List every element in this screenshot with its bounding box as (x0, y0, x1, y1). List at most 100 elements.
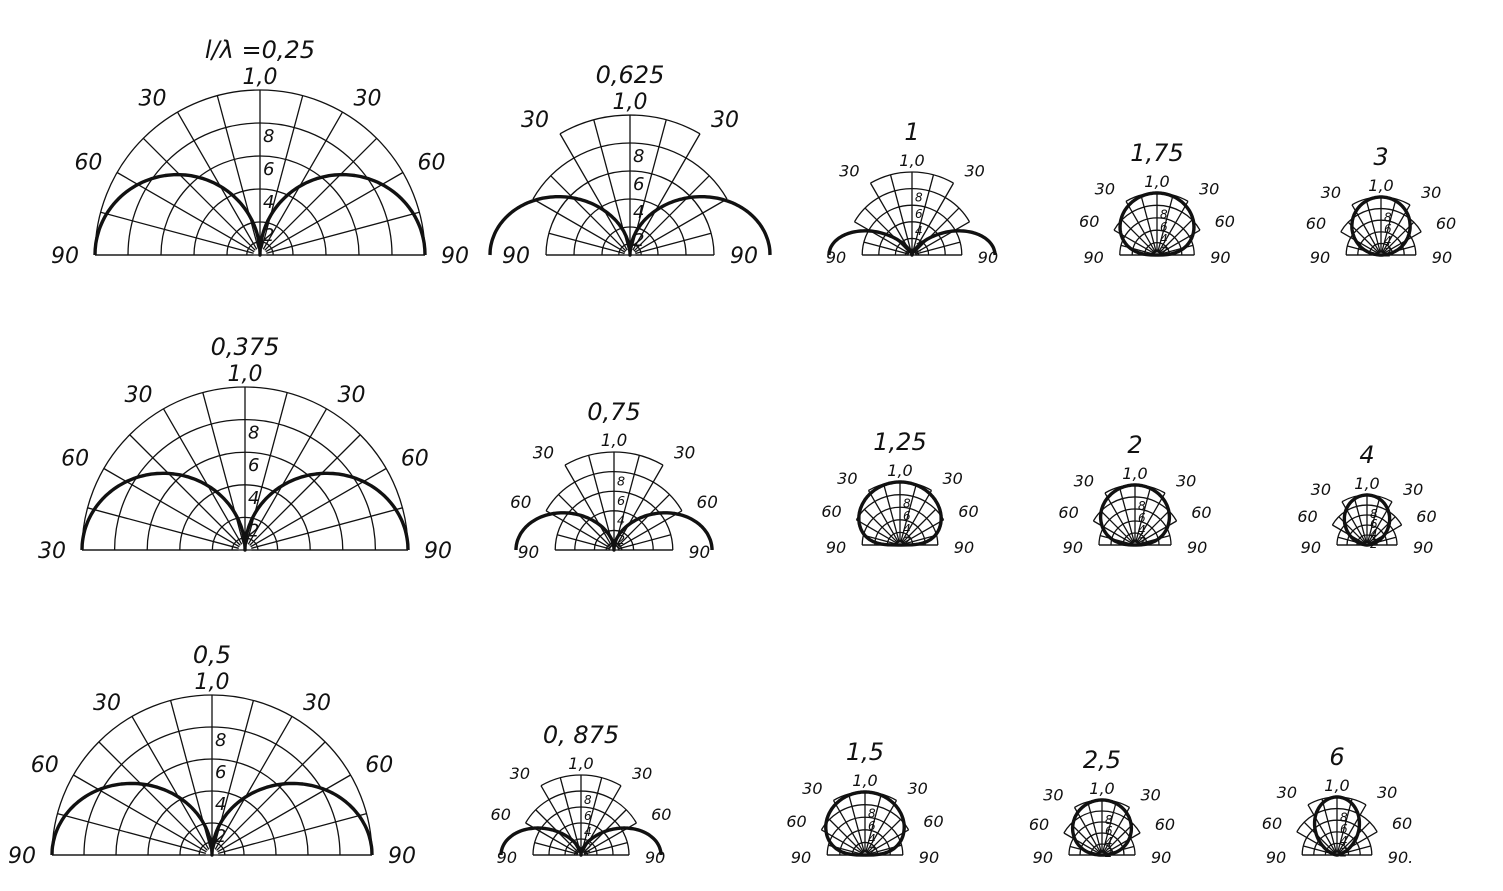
scale-label: 8 (1160, 207, 1168, 221)
grid-spoke (863, 508, 899, 544)
angle-label-right: 30 (1421, 183, 1441, 202)
grid-spoke (129, 434, 241, 546)
grid-spoke (264, 137, 378, 251)
angle-label-left: 90 (826, 538, 846, 557)
grid-spoke (1101, 801, 1117, 854)
scale-label: 6 (1105, 824, 1113, 838)
angle-label-right: 90 (441, 244, 469, 269)
angle-label-right: 90 (1187, 538, 1207, 557)
angle-label-right: 90 (689, 542, 710, 562)
scale-label: 6 (1384, 222, 1392, 236)
angle-label-left: 60 (821, 502, 841, 521)
grid-spoke (266, 211, 420, 254)
scale-label: 1,0 (1354, 474, 1379, 493)
scale-label: 2 (915, 240, 923, 254)
scale-label: 1,0 (568, 754, 593, 773)
scale-label: 4 (617, 514, 625, 529)
grid-spoke (558, 494, 612, 548)
angle-label-right: 90 (1151, 848, 1171, 867)
grid-spoke (1102, 807, 1131, 854)
grid-spoke (848, 793, 865, 853)
grid-spoke (869, 182, 911, 253)
scale-label: 8 (1340, 811, 1348, 825)
grid-spoke (98, 741, 208, 851)
grid-spoke (1321, 798, 1338, 853)
scale-label: 1,0 (613, 90, 648, 115)
angle-label-left: 30 (837, 469, 857, 488)
grid-spoke (863, 534, 898, 545)
angle-label-right: 60 (1392, 814, 1412, 833)
angle-label-left: 30 (521, 108, 549, 133)
angle-label-left: 90 (518, 542, 539, 562)
ratio-label: 1 (904, 118, 919, 146)
scale-label: 1,0 (852, 771, 877, 790)
grid-spoke (250, 467, 387, 548)
angle-label-right: 60 (365, 753, 393, 778)
ratio-label: 0, 875 (543, 721, 619, 749)
scale-label: 8 (584, 793, 592, 807)
scale-label: 2 (1105, 846, 1113, 860)
scale-label: 6 (868, 819, 876, 833)
pattern-curve (1098, 483, 1172, 547)
grid-spoke (1340, 231, 1380, 255)
pattern-curve (1070, 798, 1134, 857)
scale-label: 4 (868, 832, 876, 846)
grid-spoke (545, 510, 611, 549)
angle-label-left: 90 (1301, 538, 1321, 557)
grid-spoke (614, 455, 640, 547)
grid-spoke (73, 774, 207, 853)
scale-label: 8 (1138, 499, 1146, 513)
scale-label: 2 (868, 844, 876, 858)
angle-label-left: 30 (139, 86, 167, 111)
grid-spoke (249, 434, 361, 546)
scale-label: 6 (915, 207, 923, 221)
angle-label-right: 60 (1191, 503, 1211, 522)
grid-spoke (828, 818, 864, 854)
grid-spoke (634, 198, 728, 253)
grid-spoke (867, 490, 900, 544)
grid-spoke (616, 494, 670, 548)
scale-label: 8 (215, 730, 226, 751)
angle-label-right: 30 (711, 108, 739, 133)
angle-label-left: 90 (502, 244, 530, 269)
scale-label: 2 (903, 534, 911, 548)
angle-label-right: 60 (1215, 212, 1235, 231)
grid-spoke (87, 507, 239, 549)
grid-spoke (557, 534, 611, 550)
angle-label-left: 30 (1043, 786, 1063, 805)
grid-spoke (900, 490, 933, 544)
angle-label-right: 90 (730, 244, 758, 269)
angle-label-left: 90 (497, 848, 517, 867)
angle-label-right: 90 (919, 848, 939, 867)
pattern-curve (1118, 191, 1196, 257)
scale-label: 6 (248, 455, 259, 476)
scale-label: 6 (617, 494, 625, 509)
angle-label-left: 60 (31, 753, 59, 778)
angle-label-left: 90 (51, 244, 79, 269)
scale-label: 1,0 (887, 461, 912, 480)
ratio-label: 0,75 (587, 398, 640, 426)
grid-spoke (1157, 200, 1189, 254)
angle-label-right: 60 (923, 812, 943, 831)
angle-label-right: 60 (401, 447, 429, 472)
scale-label: 8 (633, 146, 644, 167)
angle-label-right: 30 (632, 764, 652, 783)
grid-spoke (914, 221, 970, 254)
ratio-label: 0,625 (596, 61, 665, 89)
scale-label: 4 (215, 794, 226, 815)
scale-label: 1,0 (1368, 176, 1393, 195)
scale-label: 1,0 (1324, 776, 1349, 795)
grid-spoke (1157, 194, 1174, 253)
ratio-label: 0,375 (211, 333, 280, 361)
grid-spoke (1366, 496, 1381, 544)
ratio-label: 1,5 (846, 738, 884, 766)
pattern-curve (499, 826, 663, 857)
scale-label: 4 (1370, 527, 1378, 541)
scale-label: 1,0 (601, 430, 628, 450)
pattern-curve (824, 790, 906, 857)
angle-label-left: 60 (1306, 214, 1326, 233)
scale-label: 8 (248, 423, 259, 444)
